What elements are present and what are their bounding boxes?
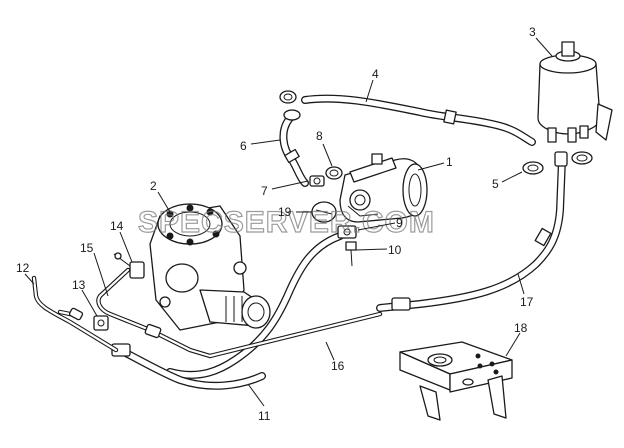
fitting-13 [93, 315, 109, 331]
steering-gear-2 [149, 203, 271, 331]
callout-4: 4 [372, 67, 379, 81]
callout-11: 11 [258, 409, 271, 423]
callout-12: 12 [16, 261, 30, 275]
watermark-text: SPECSERVER.COM [138, 206, 435, 239]
callout-10: 10 [388, 243, 402, 257]
callout-14: 14 [110, 219, 124, 233]
clamp-5 [522, 151, 593, 175]
callout-2: 2 [150, 179, 157, 193]
bracket-18 [399, 341, 513, 421]
callout-19: 19 [278, 205, 292, 219]
callout-6: 6 [240, 139, 247, 153]
fitting-14 [113, 252, 145, 279]
callout-13: 13 [72, 278, 86, 292]
bolt-10 [345, 241, 357, 267]
power-steering-pump-1 [339, 153, 428, 223]
callout-7: 7 [261, 184, 268, 198]
callout-3: 3 [529, 25, 536, 39]
leader-lines [24, 37, 553, 407]
reservoir-3 [537, 41, 613, 143]
callout-5: 5 [492, 177, 499, 191]
callout-9: 9 [396, 216, 403, 230]
callout-18: 18 [514, 321, 528, 335]
hose-4 [301, 94, 536, 146]
hose-16 [166, 232, 344, 379]
callout-15: 15 [80, 241, 94, 255]
tube-12 [31, 275, 119, 353]
tube-15 [96, 267, 383, 359]
hose-clamp-4 [279, 90, 297, 104]
fitting-7 [309, 175, 325, 187]
callout-8: 8 [316, 129, 323, 143]
fitting-9 [337, 225, 357, 239]
hose-17 [376, 151, 568, 312]
callout-1: 1 [446, 155, 453, 169]
callout-16: 16 [331, 359, 345, 373]
hose-6 [279, 109, 309, 187]
callout-17: 17 [520, 295, 534, 309]
clamp-8 [325, 166, 343, 180]
